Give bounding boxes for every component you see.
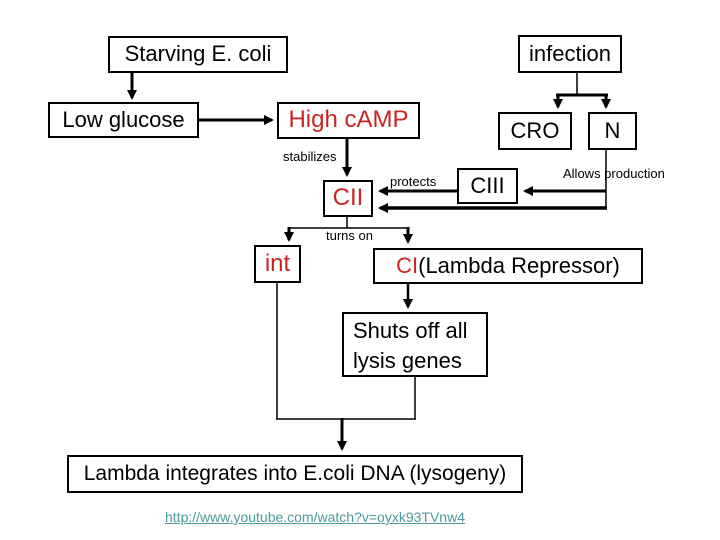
node-lambda-integrates-label: Lambda integrates into E.coli DNA (lysog… xyxy=(83,462,507,486)
youtube-link[interactable]: http://www.youtube.com/watch?v=oyxk93TVn… xyxy=(165,509,465,525)
node-infection-label: infection xyxy=(529,40,611,66)
node-cii: CII xyxy=(323,180,373,217)
node-ci-label-red: CI xyxy=(396,252,419,278)
node-n-label: N xyxy=(604,117,621,143)
node-cro-label: CRO xyxy=(510,117,560,143)
node-starving-ecoli-label: Starving E. coli xyxy=(124,41,272,67)
node-cii-label: CII xyxy=(332,184,364,212)
node-shuts-off-line1: Shuts off all xyxy=(353,317,468,343)
node-high-camp-label: High cAMP xyxy=(288,106,409,134)
node-ciii-label: CIII xyxy=(470,172,505,198)
node-n: N xyxy=(588,112,637,150)
node-shuts-off-lysis: Shuts off all lysis genes xyxy=(342,312,488,377)
edge-label-protects: protects xyxy=(390,174,437,189)
edge-label-stabilizes: stabilizes xyxy=(283,149,337,164)
node-lambda-integrates: Lambda integrates into E.coli DNA (lysog… xyxy=(67,455,523,493)
node-shuts-off-line2: lysis genes xyxy=(353,347,462,373)
node-high-camp: High cAMP xyxy=(277,102,420,139)
node-low-glucose: Low glucose xyxy=(48,102,199,138)
node-int: int xyxy=(254,245,301,283)
node-cro: CRO xyxy=(498,112,572,150)
edge-label-allows-production: Allows production xyxy=(563,166,665,181)
node-low-glucose-label: Low glucose xyxy=(62,106,185,132)
node-infection: infection xyxy=(518,35,622,73)
node-ciii: CIII xyxy=(457,168,518,204)
node-ci-label-rest: (Lambda Repressor) xyxy=(418,252,620,278)
edge-label-turns-on: turns on xyxy=(326,228,373,243)
node-starving-ecoli: Starving E. coli xyxy=(108,36,288,73)
node-int-label: int xyxy=(264,249,291,277)
node-ci-lambda-repressor: CI (Lambda Repressor) xyxy=(373,248,643,284)
